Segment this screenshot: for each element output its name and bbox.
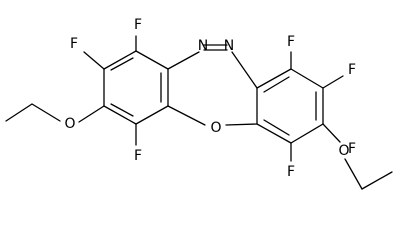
bond: [322, 75, 344, 89]
bond: [225, 123, 258, 126]
bond: [290, 123, 324, 144]
fluorine-label: F: [348, 141, 356, 157]
bond: [83, 51, 105, 70]
oxygen-label: O: [338, 143, 349, 159]
bond: [322, 123, 341, 143]
bond: [5, 103, 33, 122]
bond: [256, 123, 292, 144]
nitrogen-label: N: [224, 38, 234, 54]
bond: [361, 171, 393, 190]
bond: [231, 51, 258, 89]
fluorine-label: F: [134, 148, 142, 164]
oxygen-label: O: [64, 116, 75, 132]
bond: [167, 105, 206, 126]
atom-labels: F F F F F F F O O O N N: [64, 17, 356, 180]
bond: [103, 105, 137, 125]
fluorine-label: F: [287, 164, 295, 180]
fluorine-label: F: [348, 62, 356, 78]
fluorine-label: F: [70, 36, 78, 52]
fluorine-label: F: [287, 34, 295, 50]
bond: [31, 103, 61, 122]
oxygen-label: O: [210, 120, 221, 136]
fluorine-label: F: [134, 17, 142, 33]
bond: [135, 50, 169, 70]
chemical-structure-diagram: F F F F F F F O O O N N: [5, 17, 393, 190]
bond: [135, 105, 169, 125]
nitrogen-label: N: [198, 38, 208, 54]
bond: [78, 105, 105, 123]
bond: [290, 68, 324, 89]
bonds: [5, 35, 393, 190]
bond: [167, 51, 200, 70]
double-bond-inner: [110, 103, 134, 117]
bond: [256, 68, 292, 89]
structure-canvas: F F F F F F F O O O N N: [5, 17, 393, 190]
double-bond-inner: [110, 57, 134, 71]
bond: [103, 50, 137, 70]
double-bond-inner: [263, 119, 290, 136]
bond: [344, 158, 363, 190]
double-bond-inner: [263, 76, 290, 93]
